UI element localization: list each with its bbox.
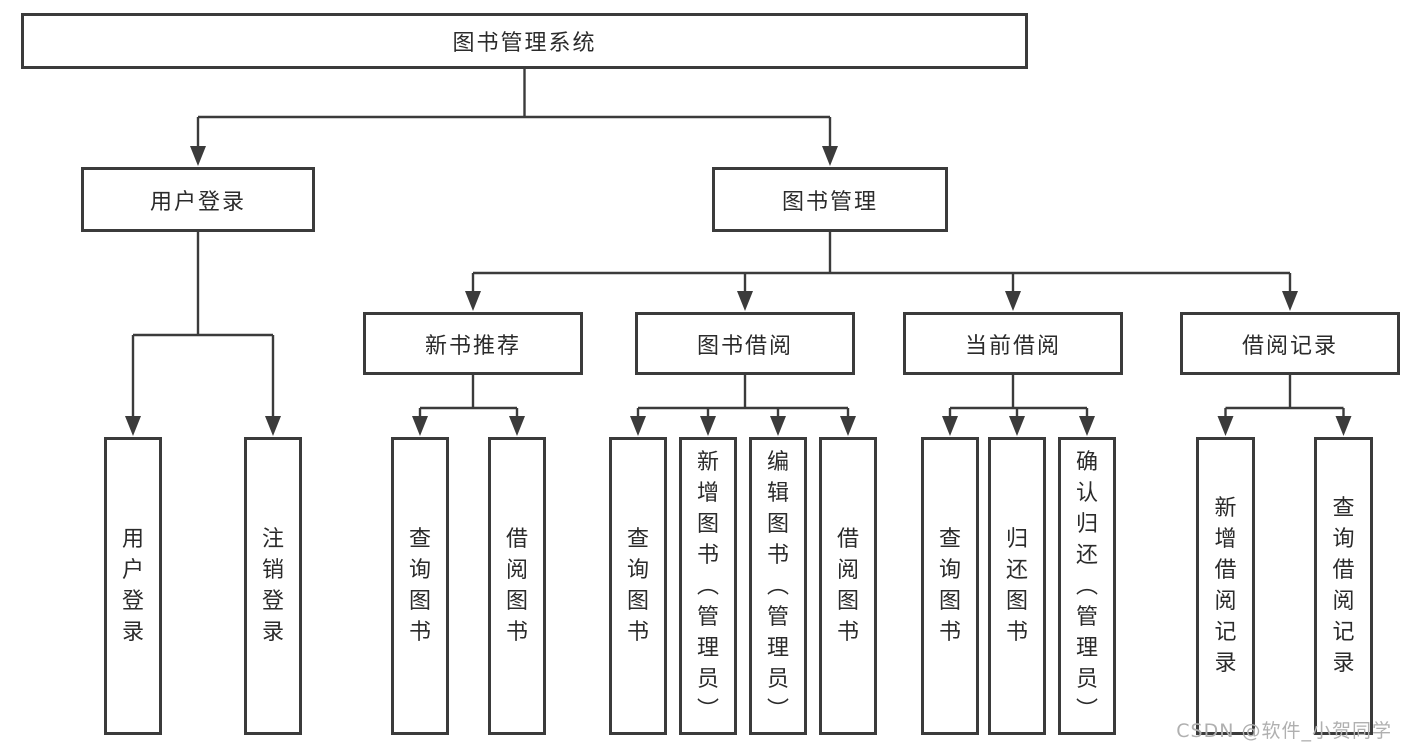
borrowing-records-label: 借阅记录: [1241, 333, 1338, 359]
node-book-borrowing: 图书借阅: [635, 312, 855, 375]
arrow-down-icon-bb-edit-books: [770, 416, 786, 436]
new-book-recommend-label: 新书推荐: [424, 333, 521, 359]
book-management-label: 图书管理: [781, 189, 878, 215]
node-new-book-recommend: 新书推荐: [363, 312, 583, 375]
node-bb-query-books: 查询图书: [609, 437, 667, 735]
node-bb-add-books: 新增图书︵管理员︶: [679, 437, 737, 735]
arrow-down-icon-current-borrowing: [1005, 291, 1021, 311]
cb-return-books-label: 归还图书: [1005, 527, 1028, 645]
arrow-down-icon-cb-confirm-return: [1079, 416, 1095, 436]
current-borrowing-label: 当前借阅: [964, 333, 1061, 359]
node-user-login: 用户登录: [81, 167, 315, 232]
arrow-down-icon-bb-query-books: [630, 416, 646, 436]
cb-query-books-label: 查询图书: [938, 527, 961, 645]
arrow-down-icon-cb-query-books: [942, 416, 958, 436]
arrow-down-icon-user-login-action: [125, 416, 141, 436]
logout-action-label: 注销登录: [261, 527, 284, 645]
arrow-down-icon-borrowing-records: [1282, 291, 1298, 311]
node-bb-edit-books: 编辑图书︵管理员︶: [749, 437, 807, 735]
node-br-query-record: 查询借阅记录: [1314, 437, 1373, 735]
bb-borrow-books-label: 借阅图书: [836, 527, 859, 645]
arrow-down-icon-nbr-query-books: [412, 416, 428, 436]
nbr-borrow-books-label: 借阅图书: [505, 527, 528, 645]
arrow-down-icon-br-query-record: [1335, 416, 1352, 436]
arrow-down-icon-book-management: [822, 146, 838, 166]
node-nbr-borrow-books: 借阅图书: [488, 437, 546, 735]
br-query-record-label: 查询借阅记录: [1332, 496, 1355, 676]
bb-query-books-label: 查询图书: [626, 527, 649, 645]
arrow-down-icon-cb-return-books: [1009, 416, 1025, 436]
node-cb-confirm-return: 确认归还︵管理员︶: [1058, 437, 1116, 735]
arrow-down-icon-new-book-recommend: [465, 291, 481, 311]
cb-confirm-return-label: 确认归还︵管理员︶: [1075, 449, 1098, 723]
user-login-action-label: 用户登录: [121, 527, 144, 645]
arrow-down-icon-book-borrowing: [737, 291, 753, 311]
bb-add-books-label: 新增图书︵管理员︶: [696, 449, 719, 723]
user-login-label: 用户登录: [149, 189, 246, 215]
node-user-login-action: 用户登录: [104, 437, 162, 735]
node-root: 图书管理系统: [21, 13, 1028, 69]
book-borrowing-label: 图书借阅: [696, 333, 793, 359]
node-br-add-record: 新增借阅记录: [1196, 437, 1255, 735]
root-label: 图书管理系统: [452, 31, 597, 56]
arrow-down-icon-logout-action: [265, 416, 281, 436]
nbr-query-books-label: 查询图书: [408, 527, 431, 645]
arrow-down-icon-br-add-record: [1217, 416, 1234, 436]
node-borrowing-records: 借阅记录: [1180, 312, 1400, 375]
node-cb-return-books: 归还图书: [988, 437, 1046, 735]
node-current-borrowing: 当前借阅: [903, 312, 1123, 375]
bb-edit-books-label: 编辑图书︵管理员︶: [766, 449, 789, 723]
node-book-management: 图书管理: [712, 167, 948, 232]
arrow-down-icon-bb-add-books: [700, 416, 716, 436]
arrow-down-icon-bb-borrow-books: [840, 416, 856, 436]
node-cb-query-books: 查询图书: [921, 437, 979, 735]
node-logout-action: 注销登录: [244, 437, 302, 735]
arrow-down-icon-user-login: [190, 146, 206, 166]
node-nbr-query-books: 查询图书: [391, 437, 449, 735]
arrow-down-icon-nbr-borrow-books: [509, 416, 525, 436]
br-add-record-label: 新增借阅记录: [1214, 496, 1237, 676]
node-bb-borrow-books: 借阅图书: [819, 437, 877, 735]
